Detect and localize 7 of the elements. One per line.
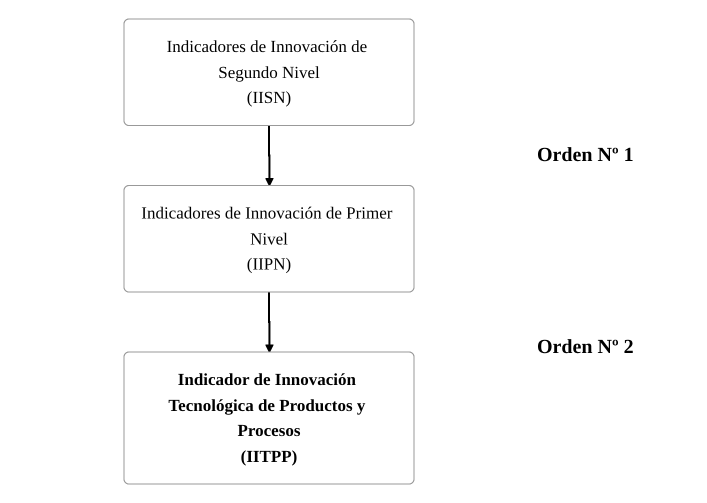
node-text: Indicadores de Innovación de Primer Nivel (IIPN): [140, 204, 392, 274]
arrow: [264, 292, 274, 353]
order-label: Orden Nº 2: [537, 336, 635, 359]
order-label: Orden Nº 1: [537, 144, 635, 168]
node-text: Indicador de Innovación Tecnológica de Productos y Procesos (IITPP): [168, 370, 365, 466]
node-text: Indicadores de Innovación de Segundo Nivel (IISN): [166, 37, 367, 107]
arrow: [264, 125, 274, 186]
